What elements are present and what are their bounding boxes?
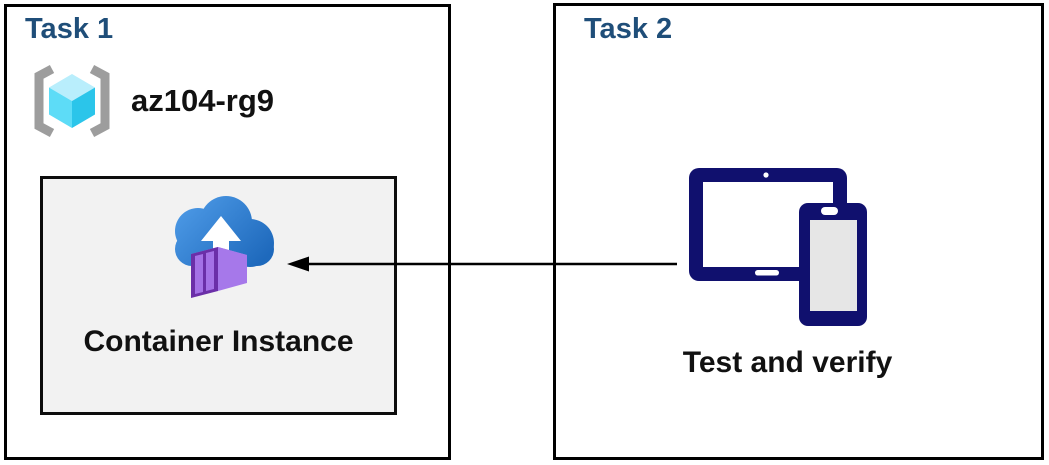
task2-box: Task 2 Test and verify (553, 3, 1044, 460)
task1-box: Task 1 az104-rg9 (4, 4, 451, 460)
container-instance-box: Container Instance (40, 176, 397, 415)
connector-arrow (287, 256, 677, 272)
devices-icon (689, 168, 867, 326)
test-and-verify-label: Test and verify (682, 346, 893, 379)
task1-title: Task 1 (25, 13, 114, 45)
container-instance-label: Container Instance (83, 325, 354, 358)
container-instance-icon (174, 196, 274, 298)
task2-title: Task 2 (584, 13, 673, 45)
resource-group-row: az104-rg9 (28, 62, 274, 140)
resource-group-name: az104-rg9 (131, 83, 275, 118)
devices-wrap (688, 166, 870, 328)
resource-group-icon (34, 65, 110, 137)
